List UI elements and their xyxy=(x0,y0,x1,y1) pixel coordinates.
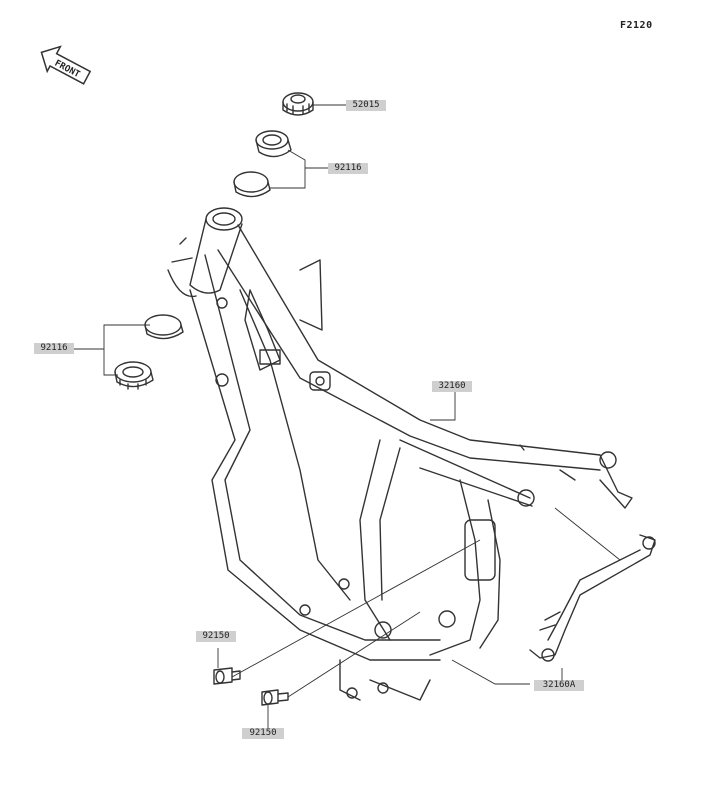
part-tag-32160[interactable]: 32160 xyxy=(432,381,472,392)
bolt-upper xyxy=(213,667,241,685)
front-arrow-icon: FRONT xyxy=(40,45,92,85)
part-tag-52015[interactable]: 52015 xyxy=(346,100,386,111)
rear-frame xyxy=(529,534,656,662)
part-tag-92150-lower[interactable]: 92150 xyxy=(242,728,284,739)
part-tag-32160A[interactable]: 32160A xyxy=(534,680,584,691)
lower-bearing-races xyxy=(114,314,184,390)
bolt-lower xyxy=(261,689,289,706)
part-tag-92116-lower[interactable]: 92116 xyxy=(34,343,74,354)
steering-stem-nut xyxy=(282,92,314,116)
part-tag-92116-upper[interactable]: 92116 xyxy=(328,163,368,174)
diagram-code: F2120 xyxy=(620,20,653,31)
part-tag-92150-upper[interactable]: 92150 xyxy=(196,631,236,642)
upper-bearing-races xyxy=(233,130,292,198)
frame-main xyxy=(167,207,633,701)
